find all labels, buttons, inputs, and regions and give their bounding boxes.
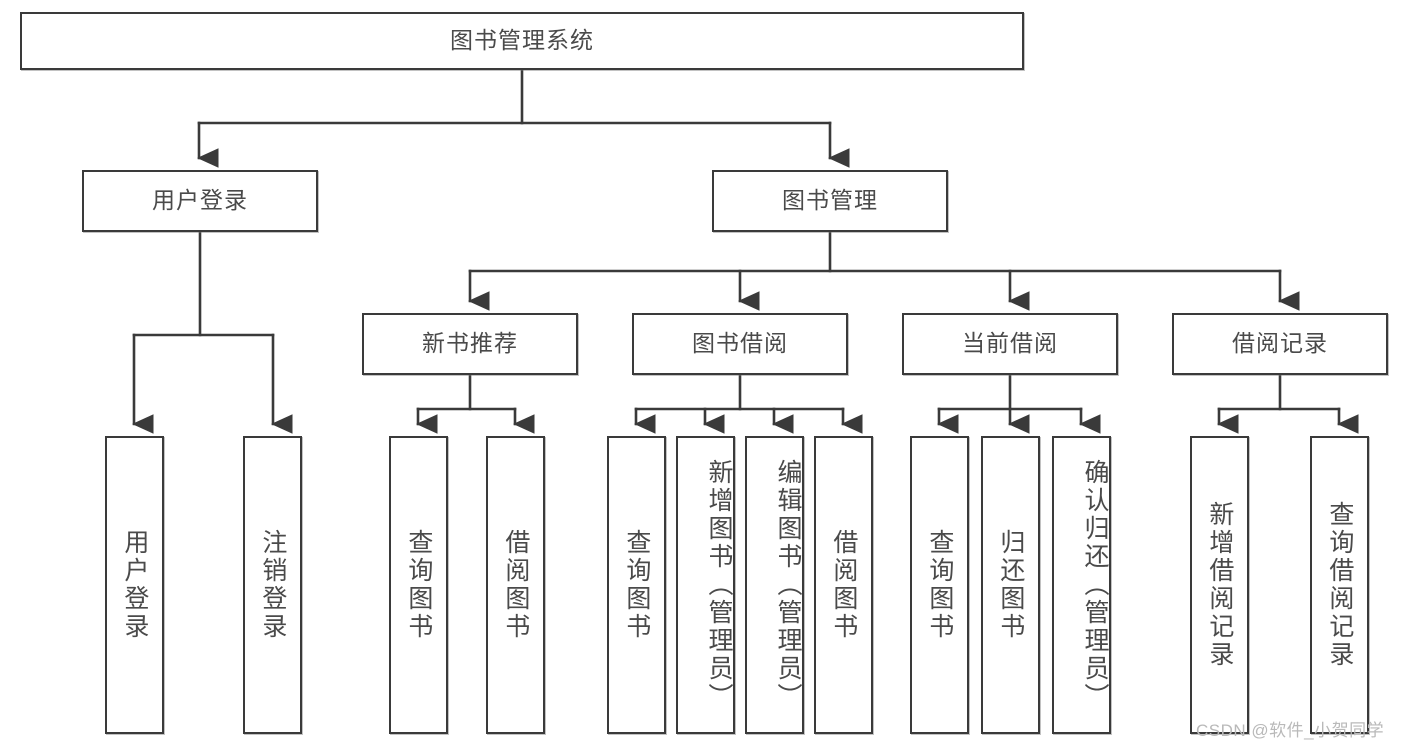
leaf-query-borrow-record[interactable]: 查询借阅记录 — [1310, 436, 1369, 734]
leaf-edit-book-admin[interactable]: 编辑图书（管理员） — [745, 436, 804, 734]
leaf-logout-login[interactable]: 注销登录 — [243, 436, 302, 734]
node-level3-current-borrow[interactable]: 当前借阅 — [902, 313, 1118, 375]
node-level3-new-book-recommend[interactable]: 新书推荐 — [362, 313, 578, 375]
leaf-add-borrow-record[interactable]: 新增借阅记录 — [1190, 436, 1249, 734]
leaf-query-book-borrow[interactable]: 查询图书 — [607, 436, 666, 734]
node-root[interactable]: 图书管理系统 — [20, 12, 1024, 70]
leaf-query-book-current[interactable]: 查询图书 — [910, 436, 969, 734]
leaf-borrow-book-recommend[interactable]: 借阅图书 — [486, 436, 545, 734]
leaf-borrow-book[interactable]: 借阅图书 — [814, 436, 873, 734]
csdn-watermark: CSDN @软件_小贺同学 — [1196, 721, 1385, 740]
node-level2-user-login[interactable]: 用户登录 — [82, 170, 318, 232]
leaf-confirm-return-admin[interactable]: 确认归还（管理员） — [1052, 436, 1111, 734]
leaf-add-book-admin[interactable]: 新增图书（管理员） — [676, 436, 735, 734]
node-level3-book-borrow[interactable]: 图书借阅 — [632, 313, 848, 375]
leaf-user-login[interactable]: 用户登录 — [105, 436, 164, 734]
node-level2-book-management[interactable]: 图书管理 — [712, 170, 948, 232]
leaf-return-book[interactable]: 归还图书 — [981, 436, 1040, 734]
leaf-query-book-recommend[interactable]: 查询图书 — [389, 436, 448, 734]
node-level3-borrow-records[interactable]: 借阅记录 — [1172, 313, 1388, 375]
